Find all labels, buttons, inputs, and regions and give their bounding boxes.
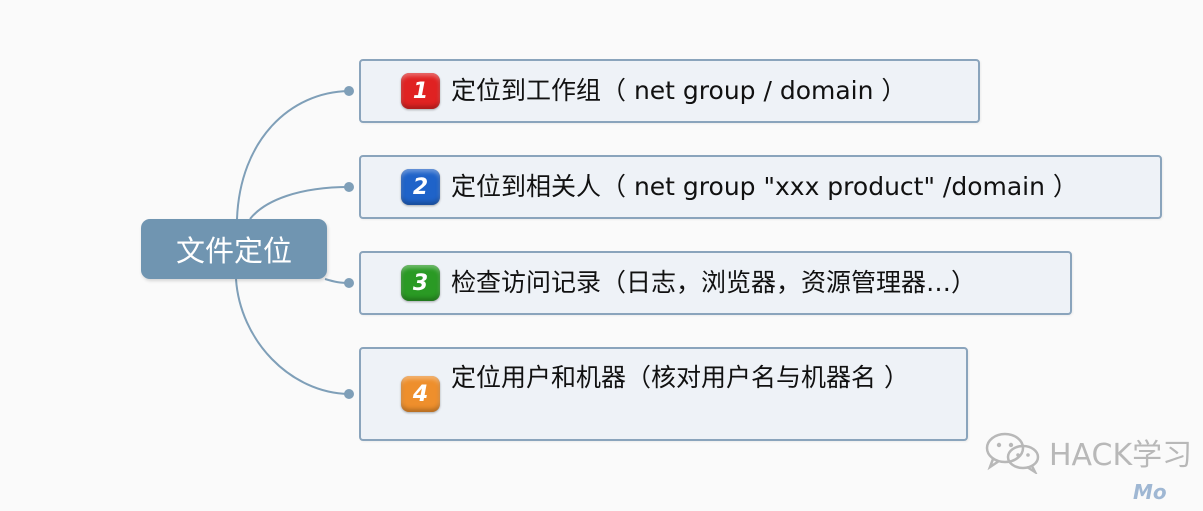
watermark-text: HACK学习 — [1049, 438, 1193, 473]
branch-label-4: 定位用户和机器（核对用户名与机器名 ） — [451, 363, 909, 392]
connector-dot-4 — [344, 389, 354, 399]
priority-4-icon: 4 — [401, 376, 440, 412]
brand-mark: Mo — [1133, 480, 1167, 504]
priority-1-icon: 1 — [401, 73, 440, 109]
branch-label-2: 定位到相关人（ net group "xxx product" /domain … — [451, 172, 1078, 201]
priority-2-icon: 2 — [401, 169, 440, 205]
connector-1 — [236, 90, 350, 220]
connector-dot-2 — [344, 182, 354, 192]
wechat-icon — [985, 432, 1040, 474]
branch-node-2[interactable]: 2 定位到相关人（ net group "xxx product" /domai… — [359, 155, 1162, 219]
branch-label-1: 定位到工作组（ net group / domain ） — [451, 76, 907, 105]
branch-label-3: 检查访问记录（日志，浏览器，资源管理器…） — [451, 268, 977, 297]
connector-dot-1 — [344, 86, 354, 96]
root-topic-node[interactable]: 文件定位 — [141, 219, 327, 279]
connector-4 — [235, 278, 350, 395]
branch-node-1[interactable]: 1 定位到工作组（ net group / domain ） — [359, 59, 980, 123]
connector-2 — [249, 186, 350, 220]
priority-3-icon: 3 — [401, 265, 440, 301]
root-topic-label: 文件定位 — [175, 234, 292, 268]
branch-node-3[interactable]: 3 检查访问记录（日志，浏览器，资源管理器…） — [359, 251, 1072, 315]
watermark: HACK学习 — [983, 427, 1192, 477]
branch-node-4[interactable]: 4 定位用户和机器（核对用户名与机器名 ） — [359, 347, 968, 441]
connector-dot-3 — [344, 278, 354, 288]
